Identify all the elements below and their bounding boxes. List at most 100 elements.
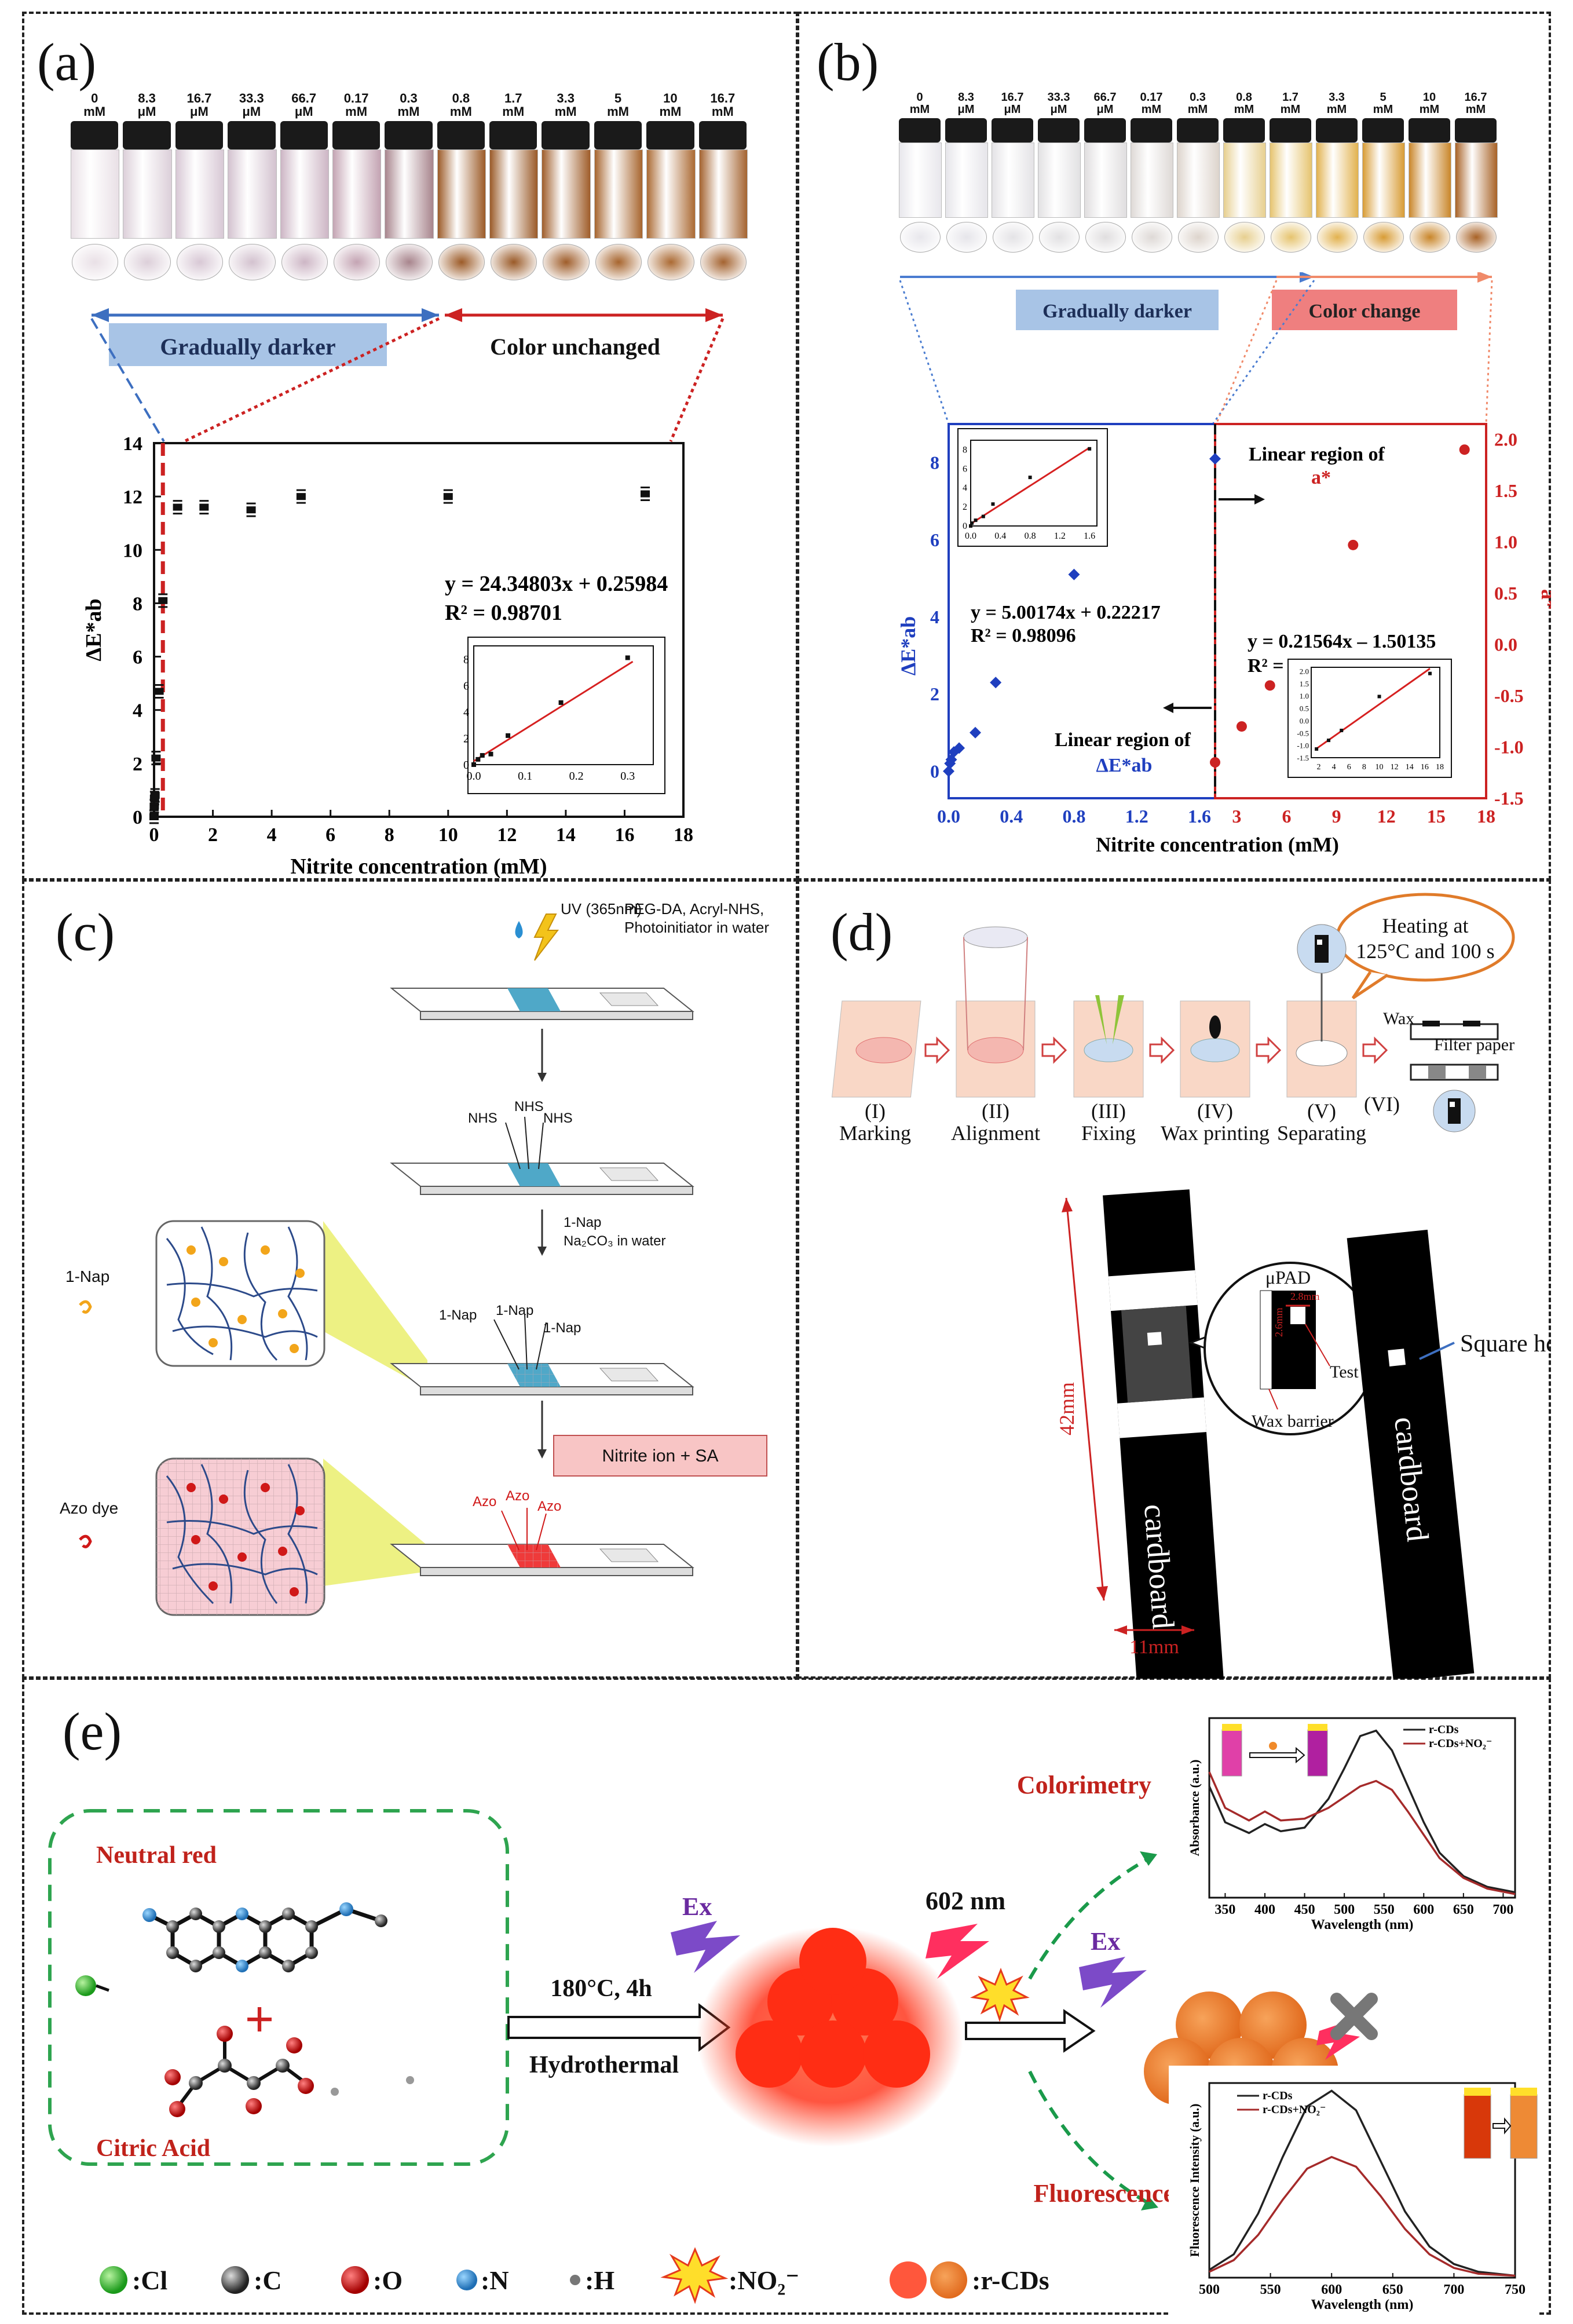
svg-text:Square hole: Square hole	[1460, 1331, 1551, 1357]
svg-text:NHS: NHS	[468, 1110, 497, 1126]
data-point	[173, 503, 182, 511]
vial-cap	[899, 118, 941, 142]
vial-body	[437, 149, 486, 239]
inset-x-tick-label: 1.6	[1084, 531, 1095, 541]
svg-text:(V): (V)	[1307, 1099, 1336, 1123]
vial-body	[542, 149, 591, 239]
inset-x-tick-label: 0.4	[994, 531, 1006, 541]
inset-point	[981, 514, 985, 518]
legend-label: r-CDs	[1263, 2089, 1293, 2102]
svg-text:602 nm: 602 nm	[925, 1887, 1005, 1915]
svg-text:NHS: NHS	[514, 1099, 544, 1115]
y-tick-label: 4	[930, 606, 939, 627]
vial-body	[646, 149, 696, 239]
x-tick-label: 550	[1374, 1902, 1395, 1917]
tube-before	[1464, 2094, 1491, 2159]
x-tick-label: 16	[614, 824, 634, 846]
plot-frame	[1208, 2082, 1516, 2279]
inset-y-tick-label: 0	[963, 521, 967, 531]
y2-tick-label: 1.5	[1494, 480, 1517, 501]
inset-point	[1327, 739, 1331, 743]
inset-right-plot	[1311, 667, 1440, 758]
vial-cap	[992, 118, 1033, 142]
y-tick-label: 14	[123, 433, 142, 455]
test-strip-3	[390, 1314, 694, 1395]
x-tick-label: 650	[1382, 2282, 1403, 2297]
vial-bottom-view	[1039, 222, 1080, 253]
panel-e-svg: Neutral red Citric Acid + 180°C, 4h Hydr…	[48, 1701, 1538, 2315]
panel-d-svg: Heating at 125°C and 100 s	[831, 893, 1551, 1679]
inset-x-tick-label: 18	[1436, 763, 1444, 772]
svg-text:Fluorescence: Fluorescence	[1033, 2179, 1175, 2208]
vial-cap	[945, 118, 987, 142]
inset-x-tick-label: 2	[1317, 763, 1321, 772]
x-tick-label: 500	[1334, 1902, 1355, 1917]
svg-text::r-CDs: :r-CDs	[972, 2265, 1049, 2295]
inset-y-tick-label: 2	[463, 732, 469, 745]
data-point	[443, 493, 453, 500]
vial-unit: mM	[1234, 103, 1254, 116]
vial-value: 0.17	[343, 91, 369, 105]
vial-bottom-view	[993, 222, 1033, 253]
vial-body	[332, 149, 382, 239]
svg-text:42mm: 42mm	[1055, 1382, 1078, 1435]
inset-x-tick-label: 16	[1421, 763, 1429, 772]
vial-bottom-view	[543, 244, 590, 281]
y-tick-label: 0	[930, 761, 939, 781]
x-tick-label: 12	[1377, 806, 1396, 827]
vial-cap	[385, 120, 433, 149]
inset-y-tick-label: -1.5	[1297, 754, 1309, 762]
gradually-darker-box	[109, 323, 387, 366]
x-tick-label: 3	[1232, 806, 1241, 827]
svg-text:NHS: NHS	[543, 1110, 573, 1126]
inset-y-tick-label: 2.0	[1300, 667, 1309, 675]
gradually-darker-box	[1016, 290, 1219, 330]
x-tick-label: 0	[149, 824, 159, 846]
vial-cap	[1455, 118, 1497, 142]
panel-c-label: (c)	[56, 902, 115, 962]
cardboard-strip-left	[1103, 1189, 1224, 1679]
svg-text:1-Nap: 1-Nap	[496, 1303, 533, 1318]
inset-point	[625, 655, 630, 660]
y-tick-label: 2	[930, 684, 939, 704]
y-tick-label: 8	[930, 452, 939, 473]
cardboard-strip-right	[1347, 1229, 1475, 1679]
x-tick-label: 600	[1321, 2282, 1342, 2297]
vial-body	[385, 149, 434, 239]
vial-unit: mM	[1419, 103, 1440, 116]
vial-unit: mM	[1187, 103, 1208, 116]
panel-e-label: (e)	[63, 1702, 122, 1761]
y2-tick-label: -0.5	[1494, 685, 1524, 706]
vial-bottom-view	[124, 244, 171, 281]
y2-axis-label: a*	[1537, 589, 1551, 610]
inset-y-tick-label: 6	[963, 464, 967, 474]
plot-frame	[1208, 1717, 1516, 1899]
data-point-a-star	[1264, 680, 1275, 691]
vial-bottom-view	[1224, 222, 1265, 253]
svg-text:1-Nap: 1-Nap	[564, 1215, 601, 1230]
regression-r2-left: R² = 0.98096	[971, 625, 1076, 646]
vial-unit: μM	[190, 104, 208, 119]
inset-y-tick-label: 1.0	[1300, 692, 1309, 700]
vial-body	[1084, 142, 1127, 218]
vial-body	[698, 149, 748, 239]
vial-cap	[698, 120, 747, 149]
vial-value: 16.7	[186, 91, 212, 105]
vial-cap	[332, 120, 381, 149]
vial-cap	[228, 120, 276, 149]
inset-point	[969, 524, 972, 528]
x-tick-label: 400	[1254, 1902, 1275, 1917]
color-change-label: Color change	[1309, 301, 1421, 322]
data-point-a-star	[1236, 721, 1247, 732]
svg-text:UV (365nm): UV (365nm)	[561, 900, 642, 918]
y-tick-label: 6	[930, 529, 939, 550]
x-tick-label: 6	[325, 824, 335, 846]
vial-cap	[646, 120, 694, 149]
x-axis-label: Wavelength (nm)	[1311, 2297, 1414, 2312]
inset-point	[974, 518, 978, 522]
legend-label: r-CDs+NO₂⁻	[1429, 1737, 1492, 1750]
